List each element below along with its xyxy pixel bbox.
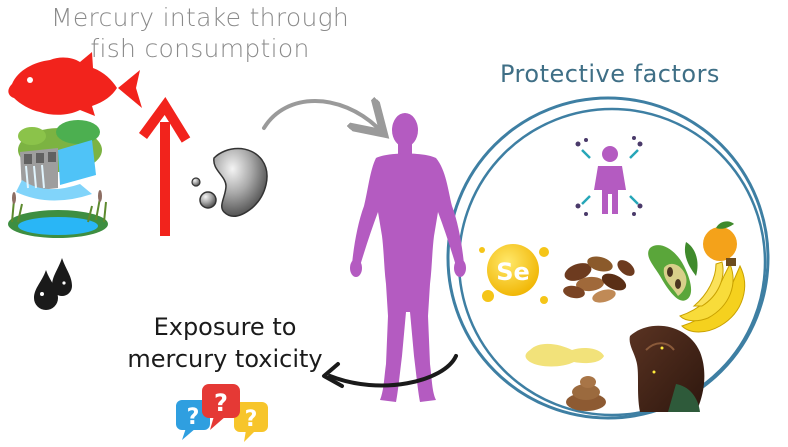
question-bubble-red: ? xyxy=(202,384,240,430)
exposure-arrow xyxy=(328,354,458,388)
question-bubbles-icon: ? ? ? xyxy=(176,384,268,442)
feces-icon xyxy=(566,376,606,411)
beans-icon xyxy=(648,242,698,301)
dam-icon xyxy=(16,120,102,201)
increase-arrow-icon xyxy=(138,97,191,236)
exposure-title-line2: mercury toxicity xyxy=(127,345,323,373)
orange-icon xyxy=(703,221,737,261)
exposure-title-line1: Exposure to xyxy=(153,313,297,341)
mercury-intake-title-line1: Mercury intake through xyxy=(50,3,350,32)
exposure-title: Exposure to mercury toxicity xyxy=(120,311,330,375)
mercury-droplet-icon xyxy=(191,147,268,218)
question-bubble-yellow: ? xyxy=(234,402,268,442)
human-figure-icon xyxy=(350,113,466,402)
protective-factors-title: Protective factors xyxy=(500,60,720,88)
mercury-intake-title: Mercury intake through fish consumption xyxy=(0,2,400,64)
oil-drops-icon xyxy=(34,258,72,310)
question-bubble-blue: ? xyxy=(176,400,210,440)
hair-icon xyxy=(629,325,705,412)
selenium-label: Se xyxy=(496,258,530,286)
urine-icon xyxy=(525,343,604,367)
bananas-icon xyxy=(679,258,746,333)
question-mark-yellow: ? xyxy=(245,407,258,432)
selenium-icon: Se xyxy=(479,244,549,304)
fish-icon xyxy=(8,52,142,116)
mercury-intake-title-line2: fish consumption xyxy=(90,34,310,63)
pond-icon xyxy=(8,190,108,238)
question-mark-blue: ? xyxy=(187,405,200,430)
question-mark-red: ? xyxy=(214,389,228,417)
person-stretch-icon xyxy=(575,136,643,216)
brazil-nuts-icon xyxy=(563,256,635,303)
intake-arrow xyxy=(262,101,378,128)
